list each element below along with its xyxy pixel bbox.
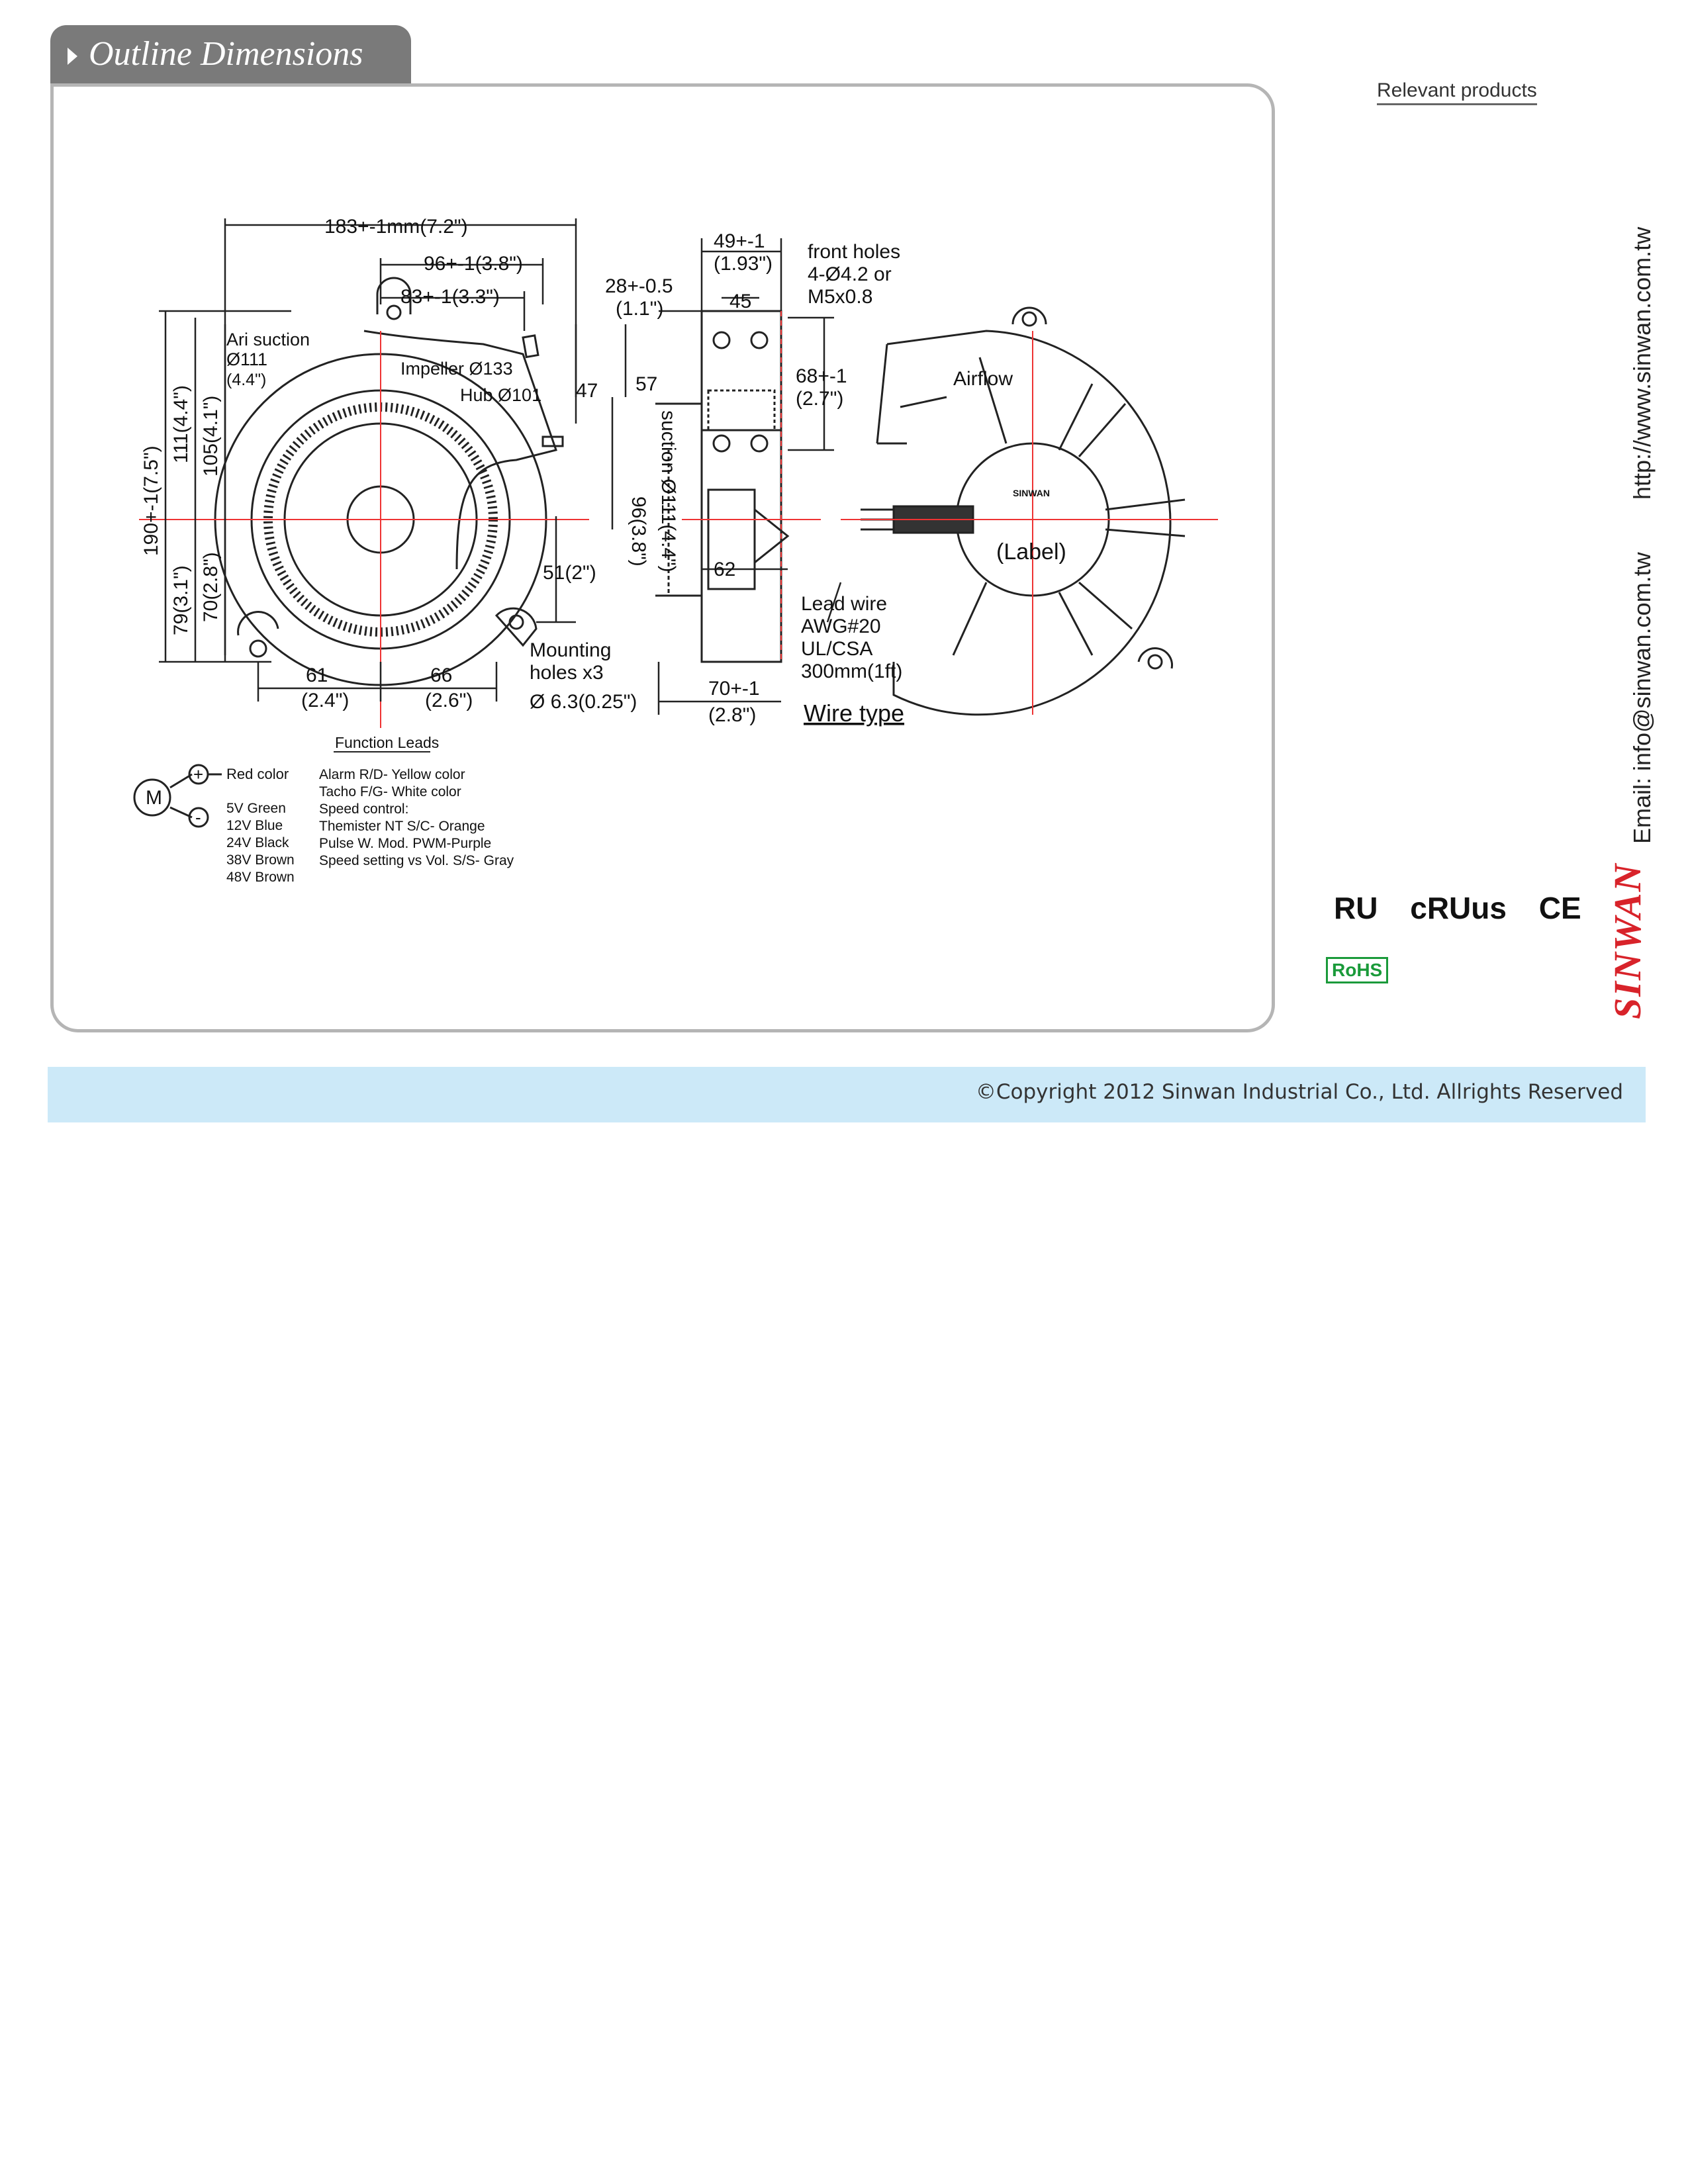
motor-symbol: M (146, 787, 162, 809)
function-3: Themister NT S/C- Orange (319, 819, 485, 834)
back-logo: SINWAN (1013, 488, 1050, 498)
email-link[interactable]: Email: info@sinwan.com.tw (1628, 552, 1656, 844)
function-5: Speed setting vs Vol. S/S- Gray (319, 853, 514, 868)
dim-depth-28: 28+-0.5 (605, 275, 673, 297)
dim-w62: 62 (714, 559, 735, 580)
lead-wire-2: AWG#20 (801, 615, 881, 637)
dim-h96: 96(3.8") (628, 496, 649, 567)
back-view (841, 306, 1218, 716)
dim-h47: 47 (576, 380, 598, 402)
red-color: Red color (226, 766, 289, 782)
front-holes-2: 4-Ø4.2 or (808, 263, 892, 285)
side-dimensions (657, 238, 842, 715)
voltage-1: 12V Blue (226, 818, 283, 833)
dim-height-105: 105(4.1") (200, 396, 222, 477)
section-title: Outline Dimensions (89, 35, 363, 73)
dim-height-70: 70(2.8") (200, 552, 222, 622)
dim-depth-49: 49+-1 (714, 230, 765, 252)
website-link[interactable]: http://www.sinwan.com.tw (1628, 226, 1656, 500)
dim-h51: 51(2") (543, 562, 596, 584)
function-2: Speed control: (319, 801, 408, 817)
dim-depth-49-in: (1.93") (714, 253, 773, 275)
lead-wire-3: UL/CSA (801, 638, 872, 660)
voltage-2: 24V Black (226, 835, 289, 850)
dim-depth-45: 45 (729, 291, 751, 312)
relevant-products-link[interactable]: Relevant products (1377, 79, 1537, 105)
dim-w61-in: (2.4") (301, 690, 349, 711)
outline-drawing: 183+-1mm(7.2") 96+-1(3.8") 83+-1(3.3") 2… (133, 216, 1218, 885)
ce-mark-icon: CE (1538, 891, 1581, 925)
dim-width-83: 83+-1(3.3") (400, 286, 500, 308)
function-0: Alarm R/D- Yellow color (319, 767, 465, 782)
dim-height-79: 79(3.1") (170, 565, 192, 635)
minus-symbol: - (195, 807, 201, 827)
mounting-2: holes x3 (530, 662, 604, 684)
dim-w66: 66 (430, 664, 452, 686)
front-dimensions (159, 218, 627, 702)
impeller-label: Impeller Ø133 (400, 359, 513, 379)
function-4: Pulse W. Mod. PWM-Purple (319, 836, 491, 851)
leads-title: Function Leads (335, 734, 439, 751)
front-holes-1: front holes (808, 241, 900, 263)
voltage-4: 48V Brown (226, 870, 295, 885)
dim-depth-28-in: (1.1") (616, 298, 663, 320)
dim-h68-in: (2.7") (796, 388, 843, 410)
dim-width-96: 96+-1(3.8") (424, 253, 523, 275)
dim-height-111: 111(4.4") (170, 385, 192, 463)
suction-label: suction Ø111(4.4") (657, 410, 679, 572)
mounting-1: Mounting (530, 639, 611, 661)
copyright-text: ©Copyright 2012 Sinwan Industrial Co., L… (975, 1080, 1623, 1104)
front-view (139, 277, 589, 728)
certification-marks: RU cRUus CE (1334, 890, 1605, 926)
airflow-label: Airflow (953, 368, 1013, 390)
front-holes-3: M5x0.8 (808, 286, 872, 308)
dim-h68: 68+-1 (796, 365, 847, 387)
rohs-badge: RoHS (1326, 957, 1389, 983)
mounting-3: Ø 6.3(0.25") (530, 691, 637, 713)
voltage-0: 5V Green (226, 801, 286, 816)
ul-mark-icon: RU (1334, 891, 1378, 925)
dim-w61: 61 (306, 664, 328, 686)
side-view (655, 310, 821, 663)
dim-w66-in: (2.6") (425, 690, 473, 711)
dim-h57: 57 (635, 373, 657, 395)
dim-w70-in: (2.8") (708, 704, 756, 726)
dim-w70: 70+-1 (708, 678, 760, 700)
function-leads: Function Leads M + - Red color 5V Green … (133, 734, 514, 885)
outline-panel (50, 83, 1275, 1032)
caret-right-icon (68, 48, 77, 65)
footer-bar: ©Copyright 2012 Sinwan Industrial Co., L… (48, 1067, 1646, 1122)
sinwan-logo: SINWAN (1606, 862, 1649, 1019)
voltage-3: 38V Brown (226, 852, 295, 868)
dim-height-190: 190+-1(7.5") (140, 445, 162, 556)
section-tab: Outline Dimensions (50, 25, 411, 86)
lead-wire-4: 300mm(1ft) (801, 660, 902, 682)
wire-type-label: Wire type (804, 700, 904, 727)
function-1: Tacho F/G- White color (319, 784, 461, 799)
cul-mark-icon: cRUus (1410, 891, 1507, 925)
ari-suction-3: (4.4") (226, 371, 266, 389)
back-label: (Label) (996, 539, 1066, 565)
lead-wire-1: Lead wire (801, 593, 887, 615)
ari-suction-2: Ø111 (226, 349, 267, 369)
plus-symbol: + (193, 764, 203, 784)
hub-label: Hub Ø101 (460, 385, 541, 405)
ari-suction-1: Ari suction (226, 330, 310, 349)
dim-overall-width: 183+-1mm(7.2") (324, 216, 468, 238)
